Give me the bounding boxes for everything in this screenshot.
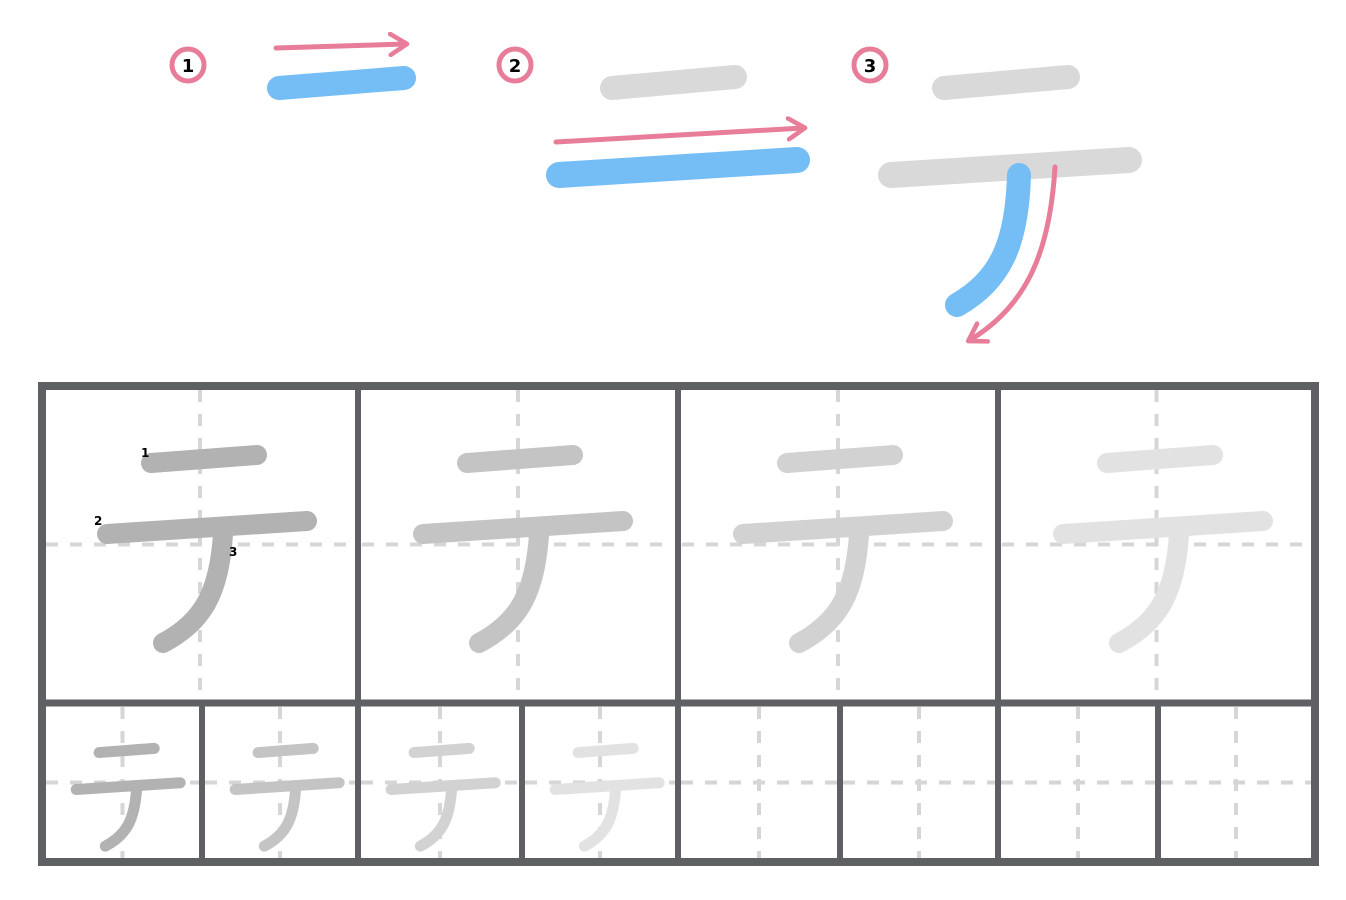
trace-stroke-1 — [572, 742, 639, 759]
trace-stroke-3 — [578, 784, 622, 852]
stroke-order-label-1: 1 — [141, 446, 149, 460]
previous-stroke-1 — [932, 65, 1080, 100]
trace-stroke-1 — [93, 742, 160, 759]
trace-stroke-3 — [789, 525, 869, 653]
stroke-order-label-3: 3 — [229, 545, 237, 559]
trace-stroke-1 — [457, 445, 583, 473]
trace-stroke-1 — [777, 445, 903, 473]
trace-stroke-1 — [141, 445, 267, 473]
trace-stroke-2 — [549, 777, 665, 795]
trace-stroke-1 — [252, 742, 319, 759]
trace-stroke-2 — [385, 777, 501, 795]
step-badge-2 — [496, 46, 534, 84]
small-trace-characters — [70, 742, 665, 852]
direction-arrow-1 — [273, 44, 405, 48]
trace-stroke-2 — [733, 511, 953, 544]
trace-stroke-3 — [99, 784, 143, 852]
stroke-order-label-2: 2 — [94, 514, 102, 528]
step-1: 1 — [169, 44, 416, 100]
direction-arrow-3 — [970, 164, 1058, 340]
trace-stroke-2 — [413, 511, 633, 544]
large-cell-guides — [46, 390, 1311, 699]
previous-stroke-1 — [600, 65, 747, 100]
direction-arrow-2 — [553, 128, 803, 145]
trace-stroke-3 — [153, 525, 233, 653]
te-trace-character — [549, 742, 665, 852]
step-number-1: 1 — [182, 56, 195, 77]
te-trace-character — [385, 742, 501, 852]
te-trace-character — [70, 742, 186, 852]
trace-stroke-2 — [70, 777, 186, 795]
stroke-order-diagram: 1 2 3 — [169, 44, 1142, 340]
step-2: 2 — [496, 46, 810, 188]
trace-stroke-2 — [229, 777, 345, 795]
practice-grid: 1 2 3 — [38, 382, 1319, 866]
step-badge-3 — [851, 46, 889, 84]
trace-stroke-3 — [414, 784, 458, 852]
te-trace-character — [1053, 445, 1273, 653]
step-number-2: 2 — [509, 56, 522, 77]
current-stroke-1 — [267, 66, 416, 100]
step-3: 3 — [851, 46, 1142, 340]
te-trace-character — [97, 445, 317, 653]
te-trace-character — [413, 445, 633, 653]
trace-stroke-2 — [1053, 511, 1273, 544]
current-stroke-3 — [945, 163, 1031, 317]
trace-stroke-3 — [1109, 525, 1189, 653]
trace-stroke-3 — [258, 784, 302, 852]
trace-stroke-2 — [97, 511, 317, 544]
large-trace-characters — [97, 445, 1273, 653]
grid-borders — [38, 382, 1319, 866]
step-number-3: 3 — [864, 56, 877, 77]
trace-stroke-1 — [408, 742, 475, 759]
te-trace-character — [229, 742, 345, 852]
te-trace-character — [733, 445, 953, 653]
step-badge-1 — [169, 46, 207, 84]
trace-stroke-3 — [469, 525, 549, 653]
current-stroke-2 — [546, 147, 810, 188]
trace-stroke-1 — [1097, 445, 1223, 473]
